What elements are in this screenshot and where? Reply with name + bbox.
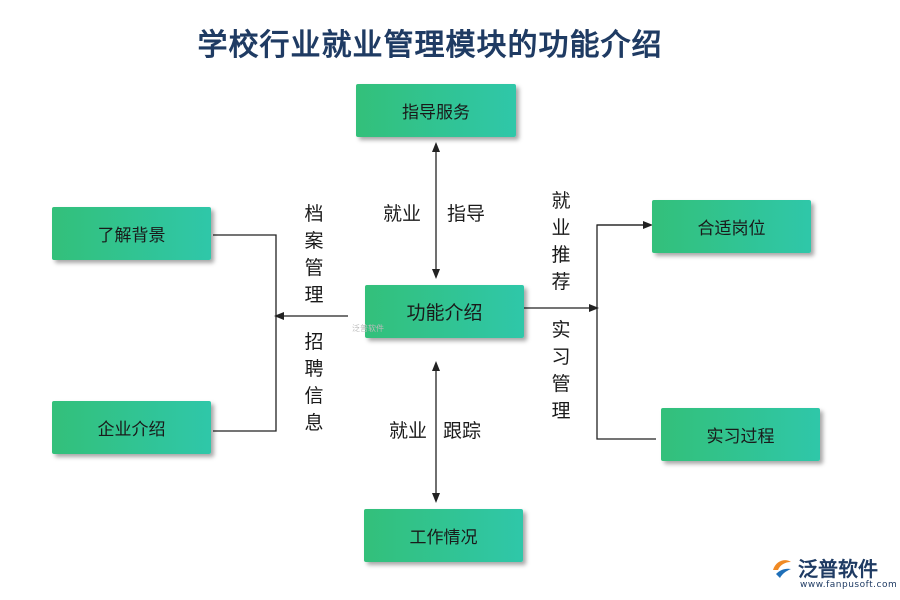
fanpu-logo-icon	[773, 559, 791, 578]
left-bracket	[213, 234, 277, 432]
label-right-lower: 实习管理	[551, 319, 571, 422]
label-top-right: 指导	[447, 203, 486, 225]
label-top-left: 就业	[383, 203, 422, 225]
logo-name: 泛普软件	[798, 557, 878, 581]
node-center: 功能介绍	[365, 285, 524, 338]
logo-url: www.fanpusoft.com	[800, 580, 898, 590]
label-bottom-left: 就业	[389, 420, 428, 442]
brand-logo: 泛普软件	[770, 553, 878, 582]
right-bracket	[596, 224, 656, 440]
node-top: 指导服务	[356, 84, 516, 137]
node-right-bottom: 实习过程	[661, 408, 820, 461]
node-bottom: 工作情况	[364, 509, 523, 562]
node-left-bottom: 企业介绍	[52, 401, 211, 454]
label-right-upper: 就业推荐	[551, 190, 571, 293]
label-bottom-right: 跟踪	[443, 420, 482, 442]
node-left-top: 了解背景	[52, 207, 211, 260]
diagram-title: 学校行业就业管理模块的功能介绍	[197, 28, 663, 63]
label-left-lower: 招聘信息	[304, 331, 324, 434]
center-watermark: 泛普软件	[352, 324, 384, 333]
label-left-upper: 档案管理	[304, 203, 324, 306]
node-right-top: 合适岗位	[652, 200, 811, 253]
